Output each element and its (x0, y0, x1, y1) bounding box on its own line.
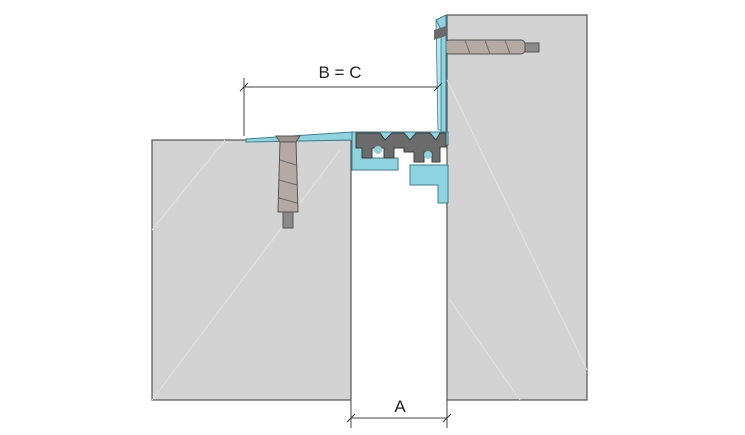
left-slab (151, 139, 352, 401)
right-wall (446, 14, 588, 401)
dimension-a: A (346, 397, 452, 428)
top-dimension-label: B = C (319, 63, 362, 82)
gap-dimension-label: A (394, 397, 406, 416)
wall-profile-strip (434, 14, 447, 141)
rubber-insert (355, 132, 447, 163)
dimension-b-equals-c: B = C (239, 63, 443, 136)
wall-anchor-icon (444, 39, 540, 55)
floor-anchor-icon (275, 135, 301, 229)
